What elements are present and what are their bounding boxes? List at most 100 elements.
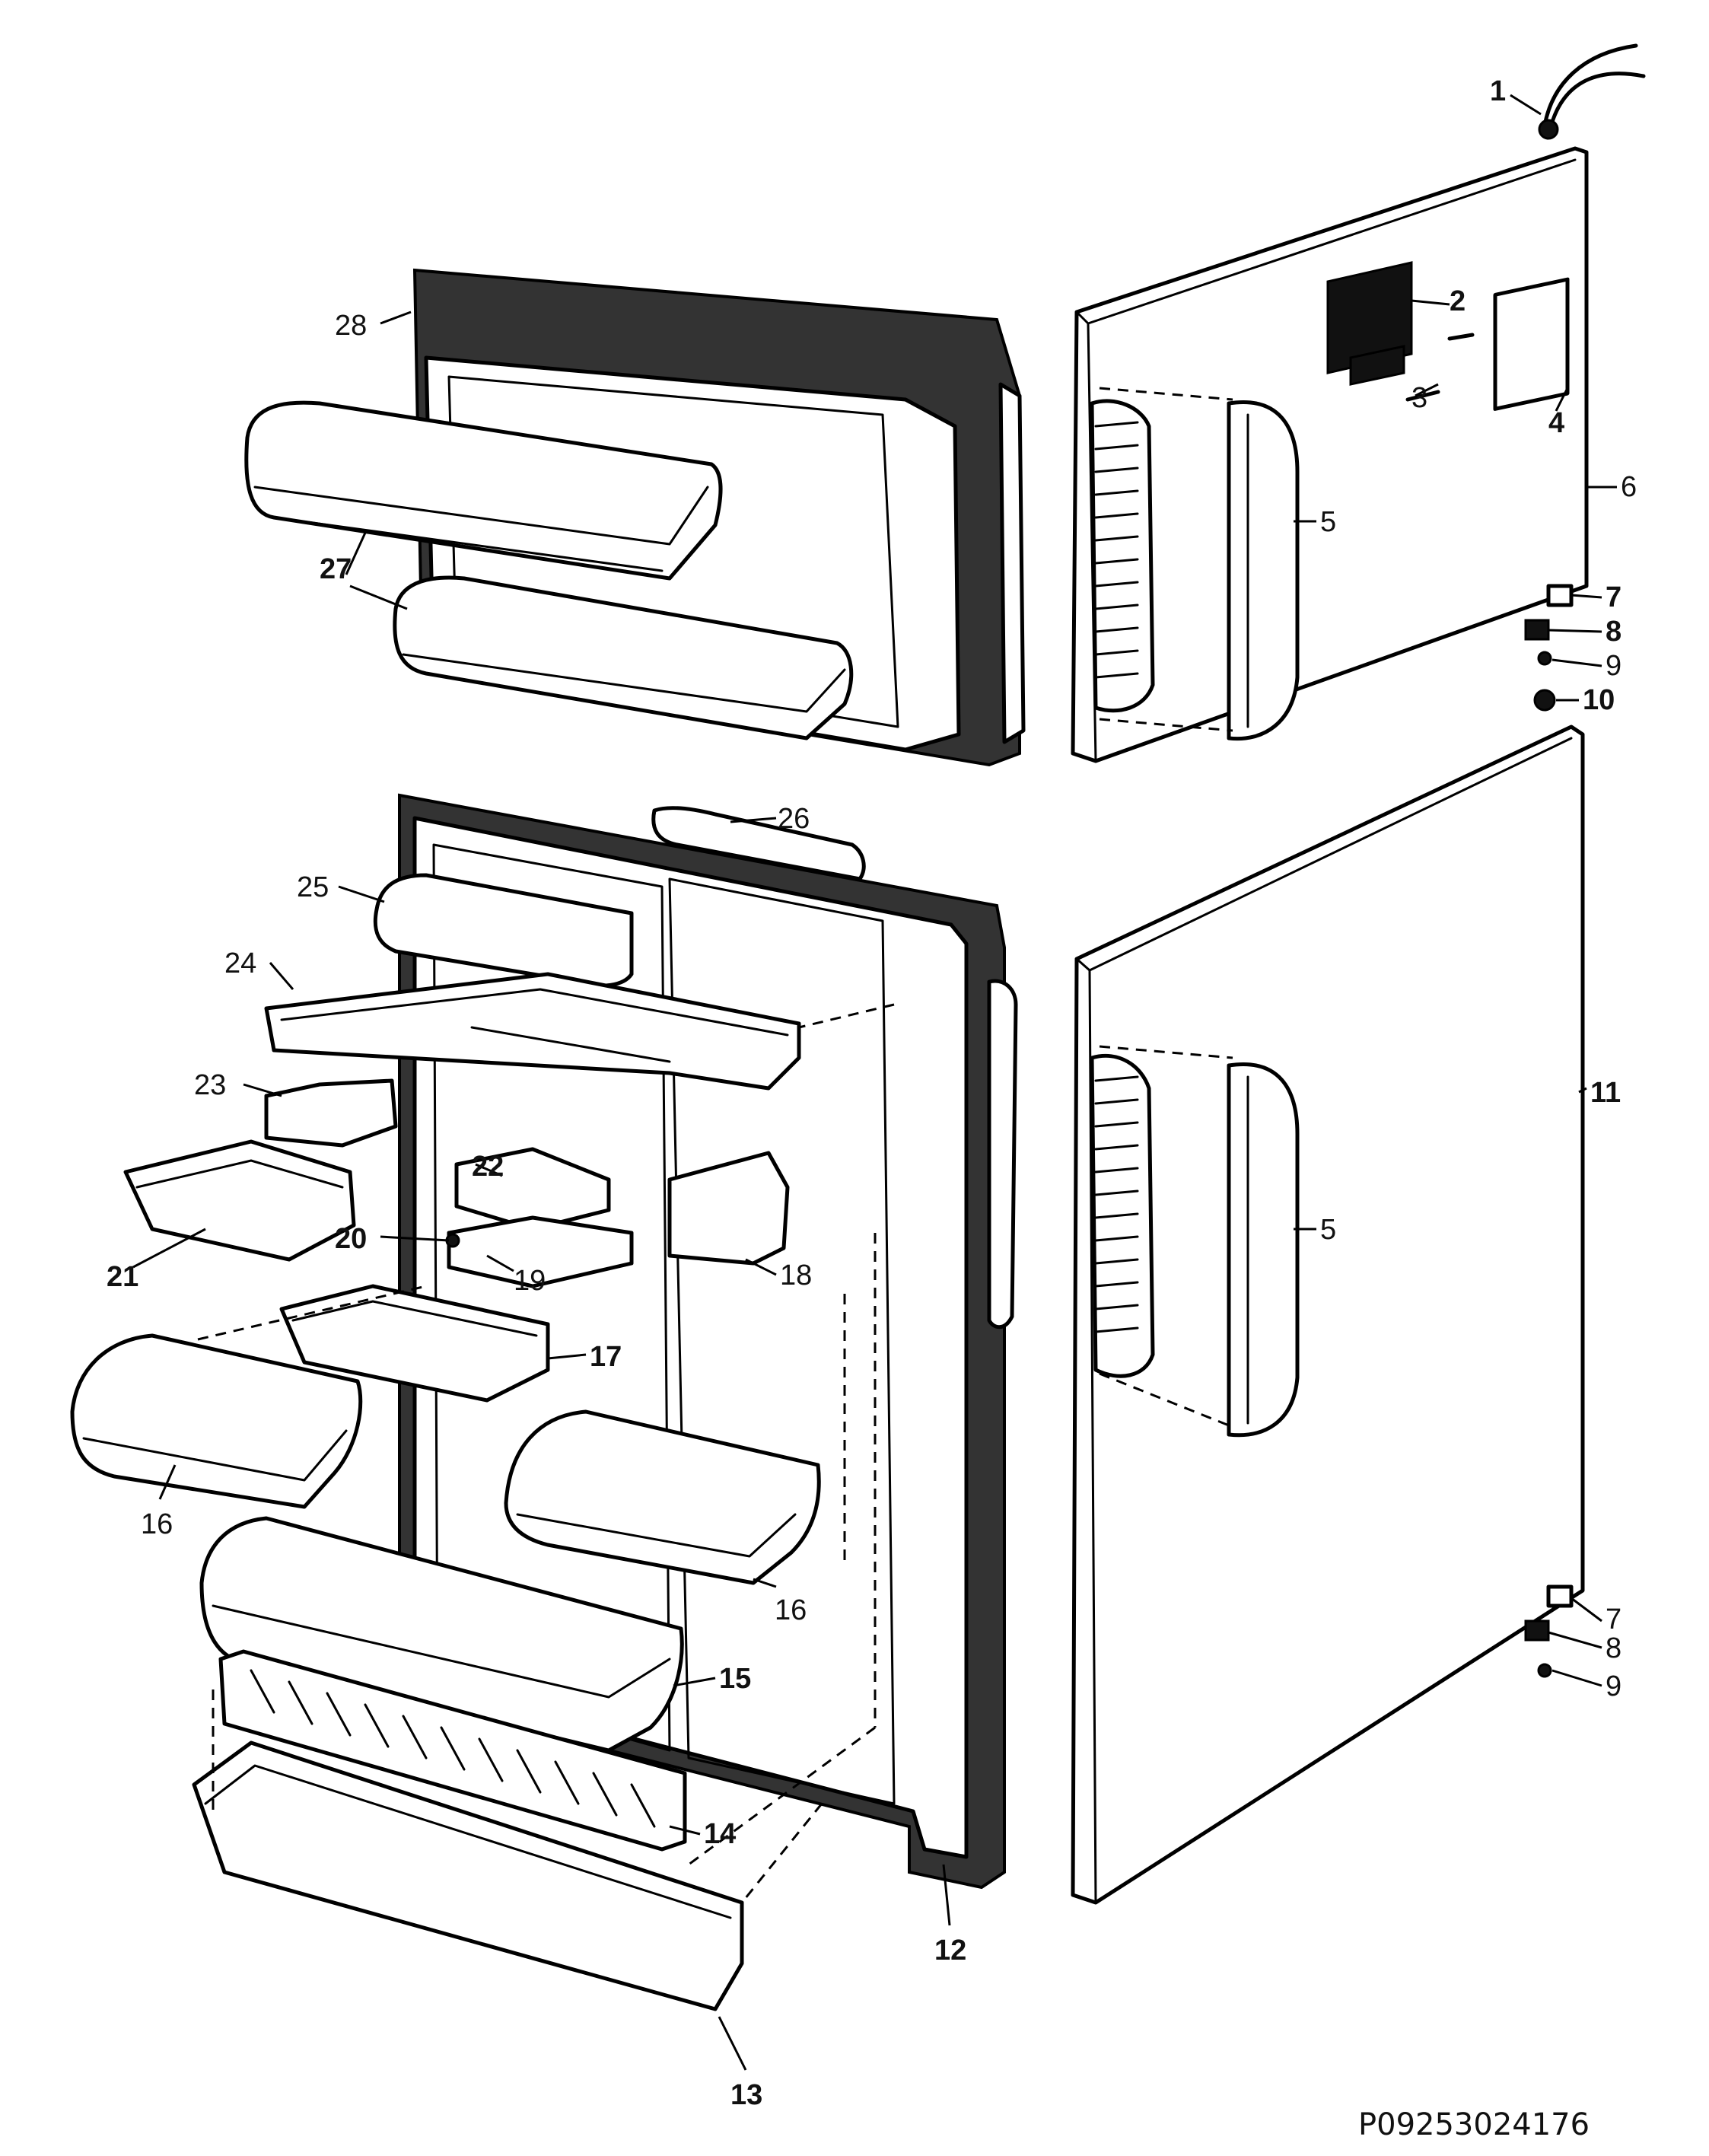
label-part-2: 2 <box>1450 285 1466 317</box>
dairy-compartment-part-25 <box>373 873 634 988</box>
freezer-shelf-lower-rim <box>402 653 846 713</box>
control-panel-part-4 <box>1493 277 1570 411</box>
label-part-14: 14 <box>704 1818 736 1850</box>
label-part-5-bottom: 5 <box>1320 1214 1336 1246</box>
label-part-16-left: 16 <box>141 1508 173 1540</box>
guide-bin-13 <box>740 1803 823 1903</box>
callout-labels: 1 2 3 4 5 6 7 8 9 10 11 5 7 8 9 12 13 14… <box>107 75 1637 2111</box>
label-part-25: 25 <box>297 871 329 903</box>
handle-5-guide-bottom <box>1099 718 1233 732</box>
label-part-10: 10 <box>1583 684 1615 716</box>
freezer-door-handle-strip <box>1090 399 1155 713</box>
label-part-15: 15 <box>719 1663 751 1695</box>
label-part-4: 4 <box>1548 407 1564 439</box>
door-bin-part-16-right <box>504 1409 821 1585</box>
bin-part-17 <box>279 1284 550 1403</box>
handle-part-5-bottom <box>1227 1062 1300 1438</box>
bin-part-22 <box>454 1147 611 1231</box>
label-part-22: 22 <box>472 1151 504 1183</box>
label-part-23: 23 <box>194 1069 226 1101</box>
hinge-part-7-top <box>1546 584 1574 607</box>
diagram-code: P09253024176 <box>1358 2107 1590 2142</box>
label-part-21: 21 <box>107 1261 138 1293</box>
label-part-24: 24 <box>224 947 256 979</box>
label-part-13: 13 <box>730 2079 762 2111</box>
label-part-19: 19 <box>514 1265 546 1297</box>
leader-lines <box>132 94 1617 2071</box>
fridge-liner-side-rail <box>987 979 1018 1330</box>
screw-part-9-bottom <box>1537 1663 1552 1678</box>
shelf-24-rim <box>280 988 789 1037</box>
label-part-1: 1 <box>1490 75 1506 107</box>
handle-5b-guide-bottom <box>1099 1372 1233 1428</box>
handle-part-5-top <box>1227 400 1300 741</box>
handle-ribs-top <box>1094 421 1139 679</box>
door-bin-15-rim <box>212 1604 671 1699</box>
label-part-5-top: 5 <box>1320 506 1336 538</box>
label-part-27: 27 <box>320 553 352 585</box>
cable-part-1 <box>1542 43 1638 128</box>
hinge-part-8-bottom <box>1524 1619 1550 1642</box>
bin-part-21 <box>123 1139 356 1262</box>
bin-part-19 <box>447 1215 634 1288</box>
hinge-part-8-top <box>1524 619 1550 641</box>
label-part-26: 26 <box>778 803 810 835</box>
freezer-door-liner <box>244 268 1026 767</box>
label-part-9-top: 9 <box>1606 650 1621 682</box>
door-bin-16-left-rim <box>82 1429 348 1482</box>
freezer-shelf-upper-rim <box>253 486 709 546</box>
hinge-part-7-bottom <box>1546 1584 1574 1608</box>
handle-5b-guide-top <box>1099 1045 1233 1059</box>
label-part-9-bottom: 9 <box>1606 1670 1621 1702</box>
display-board <box>1349 345 1405 386</box>
label-part-11: 11 <box>1590 1077 1621 1109</box>
door-bin-part-16-left <box>70 1333 363 1509</box>
screw-3-dash <box>1447 333 1475 341</box>
guide-bin-15 <box>688 1726 876 1866</box>
fridge-door-outer <box>1071 725 1585 1905</box>
fridge-door-side-edge <box>1088 969 1097 1904</box>
screw-part-9-top <box>1537 651 1552 666</box>
bottle-bin-13-rim <box>204 1764 732 1919</box>
freezer-shelf-upper-base <box>272 516 664 572</box>
label-part-12: 12 <box>934 1935 966 1967</box>
screw-part-3 <box>1405 390 1440 402</box>
label-part-8-top: 8 <box>1606 616 1621 648</box>
label-part-17: 17 <box>590 1341 622 1373</box>
label-part-6: 6 <box>1621 471 1637 503</box>
fridge-door-panel <box>1071 725 1585 1905</box>
cable-part-1b <box>1550 72 1646 124</box>
handle-5-guide-top <box>1099 387 1233 401</box>
shelf-part-24 <box>264 972 801 1091</box>
shelf-24-divider <box>470 1026 671 1063</box>
bottle-bin-part-13 <box>192 1740 744 2011</box>
freezer-door-panel <box>1071 146 1589 763</box>
cable-grommet <box>1538 119 1559 140</box>
handle-ribs-bottom <box>1094 1075 1139 1333</box>
label-part-20: 20 <box>335 1223 367 1255</box>
freezer-liner-side <box>998 382 1026 744</box>
guide-shelf-24 <box>798 1003 895 1029</box>
label-part-28: 28 <box>335 310 367 342</box>
label-part-18: 18 <box>780 1260 812 1291</box>
label-part-7-bottom: 7 <box>1606 1603 1621 1635</box>
door-bin-16-right-rim <box>516 1513 797 1558</box>
display-window-part-2 <box>1326 261 1413 374</box>
trim-14-ribs <box>250 1669 656 1828</box>
dairy-lid-part-26 <box>651 806 866 881</box>
freezer-shelf-lower <box>393 575 854 740</box>
fridge-door-liner <box>70 793 1018 2011</box>
freezer-door-outer <box>1071 43 1646 763</box>
bin-17-rim <box>291 1300 538 1337</box>
label-part-3: 3 <box>1411 382 1427 414</box>
bin-part-23 <box>264 1078 398 1148</box>
label-part-7-top: 7 <box>1606 581 1621 613</box>
fridge-liner-inner-left <box>432 843 671 1752</box>
guide-bin-16-left <box>197 1285 427 1341</box>
label-part-16-right: 16 <box>775 1594 807 1626</box>
hinge-pin-part-10 <box>1533 689 1556 712</box>
label-part-8-bottom: 8 <box>1606 1632 1621 1664</box>
door-bin-part-15 <box>199 1516 684 1753</box>
bin-21-rim <box>135 1159 344 1189</box>
